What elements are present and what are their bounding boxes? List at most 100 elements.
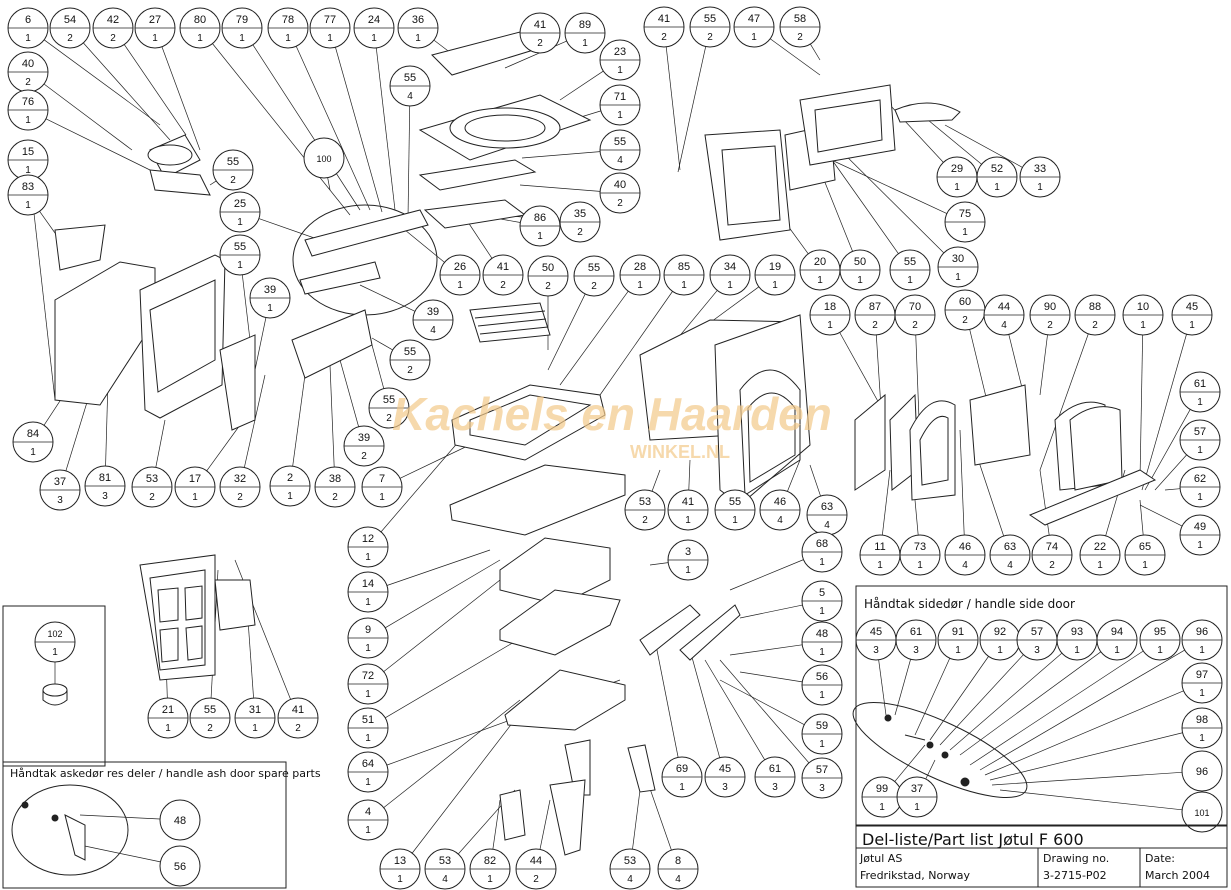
leader-line: [547, 293, 586, 371]
part-number: 57: [1194, 426, 1206, 438]
leader-line: [881, 469, 891, 536]
part-callout: 971: [1181, 662, 1223, 704]
part-number: 55: [729, 496, 741, 508]
leader-line: [914, 499, 919, 536]
part-number: 46: [959, 541, 971, 553]
title-block: Del-liste/Part list Jøtul F 600 Jøtul AS…: [855, 825, 1228, 888]
part-callout: 41: [347, 799, 389, 841]
part-number: 27: [149, 14, 161, 26]
part-quantity: 1: [25, 200, 31, 211]
part-quantity: 2: [386, 413, 392, 424]
leader-line: [504, 40, 567, 69]
part-quantity: 1: [1037, 182, 1043, 193]
part-callout: 552: [212, 149, 254, 191]
part-quantity: 2: [533, 874, 539, 885]
part-number: 90: [1044, 301, 1056, 313]
part-callout: 551: [219, 234, 261, 276]
part-number: 62: [1194, 473, 1206, 485]
part-number: 8: [675, 855, 681, 867]
callout-circle: [159, 845, 201, 887]
part-quantity: 1: [857, 275, 863, 286]
company-name: Jøtul AS: [859, 852, 902, 865]
leader-line: [1164, 488, 1181, 491]
part-quantity: 2: [332, 492, 338, 503]
part-callout: 861: [519, 205, 561, 247]
leader-line: [375, 47, 396, 211]
part-number: 53: [146, 473, 158, 485]
part-number: 55: [204, 704, 216, 716]
leader-line: [677, 46, 707, 173]
part-number: 5: [819, 587, 825, 599]
part-quantity: 1: [1197, 540, 1203, 551]
part-quantity: 1: [1199, 688, 1205, 699]
part-callout: 602: [944, 289, 986, 331]
leader-line: [209, 180, 217, 186]
part-number: 39: [427, 306, 439, 318]
leader-line: [83, 42, 171, 141]
part-number: 45: [719, 763, 731, 775]
part-quantity: 3: [772, 782, 778, 793]
part-number: 61: [1194, 378, 1206, 390]
leader-line: [649, 562, 669, 566]
part-number: 26: [454, 261, 466, 273]
part-number: 55: [404, 72, 416, 84]
part-quantity: 4: [442, 874, 448, 885]
part-quantity: 1: [962, 227, 968, 238]
leader-line: [944, 124, 1023, 168]
part-quantity: 1: [365, 825, 371, 836]
part-callout: 96: [1181, 750, 1223, 792]
part-callout: 951: [1139, 619, 1181, 661]
part-quantity: 4: [627, 874, 633, 885]
part-callout: 402: [7, 51, 49, 93]
leader-line: [492, 799, 501, 850]
part-callout: 582: [779, 6, 821, 48]
part-callout: 742: [1031, 534, 1073, 576]
part-number: 71: [614, 91, 626, 103]
part-callout: 412: [482, 254, 524, 296]
part-callout: 101: [1181, 791, 1223, 833]
part-quantity: 2: [295, 723, 301, 734]
part-number: 23: [614, 46, 626, 58]
leader-line: [295, 46, 371, 211]
part-quantity: 4: [1007, 560, 1013, 571]
part-quantity: 1: [637, 280, 643, 291]
part-number: 50: [854, 256, 866, 268]
part-callout: 872: [854, 294, 896, 336]
part-callout: 611: [1179, 371, 1221, 413]
part-callout: 561: [801, 664, 843, 706]
part-callout: 651: [1124, 534, 1166, 576]
part-number: 94: [1111, 626, 1123, 638]
leader-line: [327, 177, 331, 191]
part-number: 41: [292, 704, 304, 716]
leader-line: [247, 619, 254, 699]
ash-door-handle-box: [2, 761, 287, 889]
part-number: 77: [324, 14, 336, 26]
part-number: 15: [22, 146, 34, 158]
leader-line: [739, 671, 803, 683]
part-quantity: 2: [407, 365, 413, 376]
part-number: 30: [952, 253, 964, 265]
part-callout: 322: [219, 466, 261, 508]
part-callout: 51: [801, 580, 843, 622]
part-number: 82: [484, 855, 496, 867]
leader-line: [929, 656, 989, 741]
part-number: 17: [189, 473, 201, 485]
part-number: 41: [682, 496, 694, 508]
part-quantity: 1: [827, 320, 833, 331]
part-quantity: 1: [415, 33, 421, 44]
part-number: 55: [588, 262, 600, 274]
leader-line: [729, 644, 803, 656]
leader-line: [123, 44, 187, 136]
part-quantity: 2: [1047, 320, 1053, 331]
part-number: 55: [614, 136, 626, 148]
part-callout: 361: [397, 7, 439, 49]
part-callout: 711: [599, 84, 641, 126]
part-number: 74: [1046, 541, 1058, 553]
part-quantity: 2: [545, 281, 551, 292]
part-quantity: 1: [397, 874, 403, 885]
part-quantity: 1: [192, 492, 198, 503]
part-number: 38: [329, 473, 341, 485]
part-number: 99: [876, 783, 888, 795]
part-number: 20: [814, 256, 826, 268]
